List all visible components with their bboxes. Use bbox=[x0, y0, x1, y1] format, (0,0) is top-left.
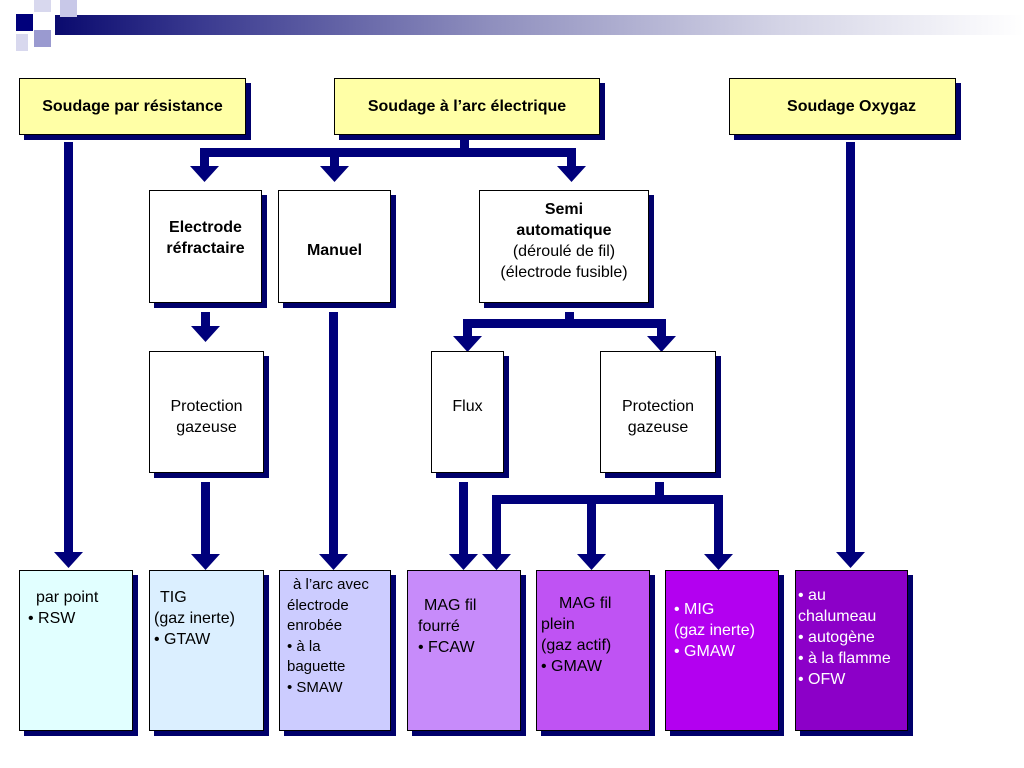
process-smaw: à l’arc avec électrode enrobée • à la ba… bbox=[279, 570, 391, 731]
process-line: • OFW bbox=[798, 671, 846, 688]
type-semi-line: automatique bbox=[516, 222, 612, 239]
process-line: (gaz inerte) bbox=[154, 610, 235, 627]
type-manuel-label: Manuel bbox=[306, 242, 363, 259]
process-line: par point bbox=[36, 589, 99, 606]
header-square-light bbox=[34, 0, 51, 12]
process-line: électrode bbox=[287, 596, 349, 614]
process-line: • à la flamme bbox=[798, 650, 891, 667]
sub-protection-line: gazeuse bbox=[627, 419, 689, 436]
sub-protection-line: Protection bbox=[170, 398, 243, 415]
type-semi-line: (électrode fusible) bbox=[500, 264, 628, 281]
process-rsw: par point • RSW bbox=[19, 570, 133, 731]
process-line: • autogène bbox=[798, 629, 875, 646]
sub-protection-gazeuse: Protection gazeuse bbox=[600, 351, 716, 473]
process-line: • à la bbox=[287, 637, 321, 655]
process-line: plein bbox=[541, 616, 575, 633]
sub-protection-gazeuse: Protection gazeuse bbox=[149, 351, 264, 473]
process-line: enrobée bbox=[287, 617, 343, 634]
type-refractaire-line: réfractaire bbox=[166, 240, 245, 257]
process-line: MAG fil bbox=[559, 595, 612, 612]
header-square-light bbox=[60, 0, 77, 17]
category-oxygaz-label: Soudage Oxygaz bbox=[787, 98, 916, 115]
process-line: TIG bbox=[160, 589, 187, 606]
process-line: • MIG bbox=[674, 601, 715, 618]
type-semi-line: Semi bbox=[544, 201, 584, 218]
category-oxygaz: Soudage Oxygaz bbox=[729, 78, 956, 135]
process-line: • SMAW bbox=[287, 678, 343, 696]
header-gradient-bar bbox=[55, 15, 1024, 35]
process-line: baguette bbox=[287, 658, 346, 675]
type-refractaire-line: Electrode bbox=[169, 219, 242, 236]
type-manuel: Manuel bbox=[278, 190, 391, 303]
process-ofw: • au chalumeau • autogène • à la flamme … bbox=[795, 570, 908, 731]
type-refractaire: Electrode réfractaire bbox=[149, 190, 262, 303]
header-square-light bbox=[34, 30, 51, 47]
sub-flux-label: Flux bbox=[452, 398, 483, 415]
process-line: MAG fil bbox=[424, 597, 477, 614]
category-arc: Soudage à l’arc électrique bbox=[334, 78, 600, 135]
process-line: à l’arc avec bbox=[293, 576, 369, 593]
category-arc-label: Soudage à l’arc électrique bbox=[367, 98, 567, 115]
process-line: chalumeau bbox=[798, 608, 877, 625]
process-line: • GMAW bbox=[541, 658, 602, 675]
process-line: fourré bbox=[418, 618, 460, 635]
process-line: • GMAW bbox=[674, 643, 735, 660]
sub-flux: Flux bbox=[431, 351, 504, 473]
process-line: • GTAW bbox=[154, 631, 211, 648]
process-line: • au bbox=[798, 587, 826, 604]
sub-protection-line: gazeuse bbox=[176, 419, 237, 436]
sub-protection-line: Protection bbox=[621, 398, 695, 415]
process-fcaw: MAG fil fourré • FCAW bbox=[407, 570, 521, 731]
process-line: (gaz actif) bbox=[541, 637, 612, 654]
category-resistance-label: Soudage par résistance bbox=[42, 98, 223, 115]
process-line: (gaz inerte) bbox=[674, 622, 755, 639]
type-semi: Semi automatique (déroulé de fil) (élect… bbox=[479, 190, 649, 303]
type-semi-line: (déroulé de fil) bbox=[512, 243, 616, 260]
process-gmaw-mag: MAG fil plein (gaz actif) • GMAW bbox=[536, 570, 650, 731]
header-square-light bbox=[16, 34, 28, 51]
process-line: • RSW bbox=[28, 610, 76, 627]
category-resistance: Soudage par résistance bbox=[19, 78, 246, 135]
header-square-dark bbox=[16, 14, 33, 31]
process-gtaw: TIG (gaz inerte) • GTAW bbox=[149, 570, 264, 731]
process-gmaw-mig: • MIG (gaz inerte) • GMAW bbox=[665, 570, 779, 731]
process-line: • FCAW bbox=[418, 639, 475, 656]
